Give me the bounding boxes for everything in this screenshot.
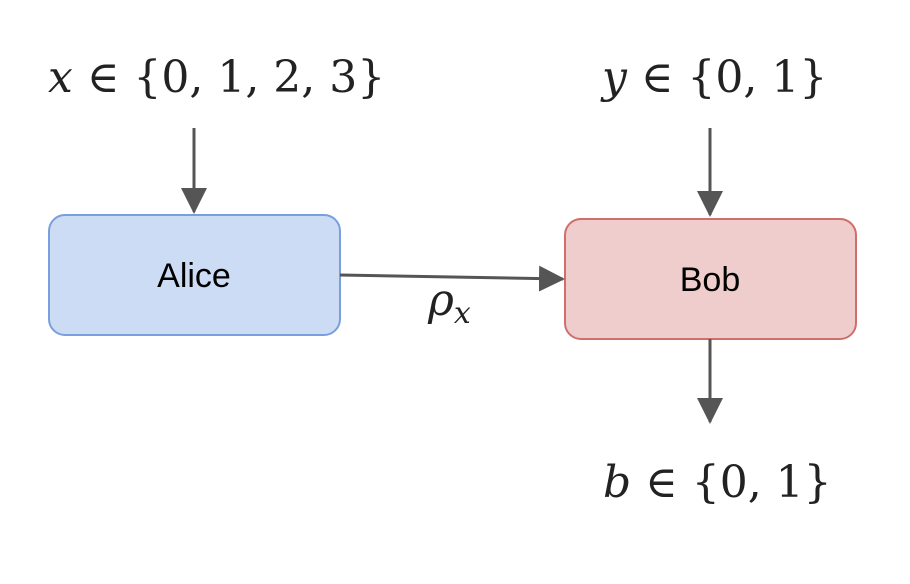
message-symbol: ρ: [427, 275, 454, 326]
alice-input-variable: x: [48, 52, 73, 103]
bob-output-label: b ∈ {0, 1}: [603, 457, 832, 508]
alice-input-set: ∈ {0, 1, 2, 3}: [73, 52, 385, 103]
message-label: ρx: [427, 275, 471, 331]
message-arrow: [339, 265, 565, 292]
bob-input-label: y ∈ {0, 1}: [600, 52, 827, 103]
bob-input-set: ∈ {0, 1}: [627, 52, 828, 103]
alice-input-label: x ∈ {0, 1, 2, 3}: [48, 52, 385, 103]
bob-input-variable: y: [600, 52, 628, 103]
bob-output-variable: b: [603, 457, 631, 508]
message-subscript: x: [454, 296, 471, 331]
bob-output-set: ∈ {0, 1}: [631, 457, 832, 508]
alice-label: Alice: [157, 257, 231, 295]
bob-label: Bob: [680, 261, 741, 299]
